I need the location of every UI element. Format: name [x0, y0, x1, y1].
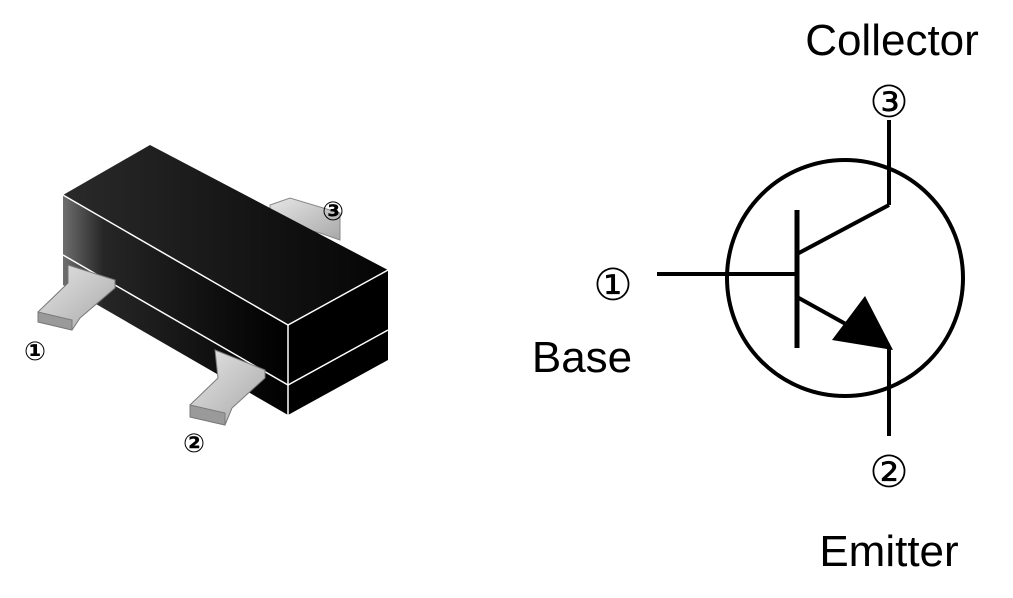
collector-label: Collector [805, 16, 979, 65]
emitter-label: Emitter [819, 527, 958, 576]
transistor-circle [725, 158, 965, 398]
package-pin-2-marker: ② [183, 429, 205, 459]
lead-2-tip [189, 404, 226, 426]
collector-pin-marker: ③ [869, 77, 908, 128]
collector-diagonal [796, 203, 890, 256]
lead-1-tip [37, 311, 73, 331]
package-top-face [63, 145, 388, 325]
base-label: Base [532, 333, 632, 382]
emitter-arrow-icon [832, 296, 893, 350]
package-side-face [288, 270, 388, 415]
base-pin-marker: ① [593, 260, 632, 311]
package-pin-1-marker: ① [24, 337, 46, 367]
emitter-pin-marker: ② [869, 447, 908, 498]
package-edges [62, 194, 389, 415]
package-pin-3-marker: ③ [322, 197, 344, 227]
npn-symbol [657, 120, 965, 436]
sot23-package: ① ② ③ [24, 145, 389, 459]
